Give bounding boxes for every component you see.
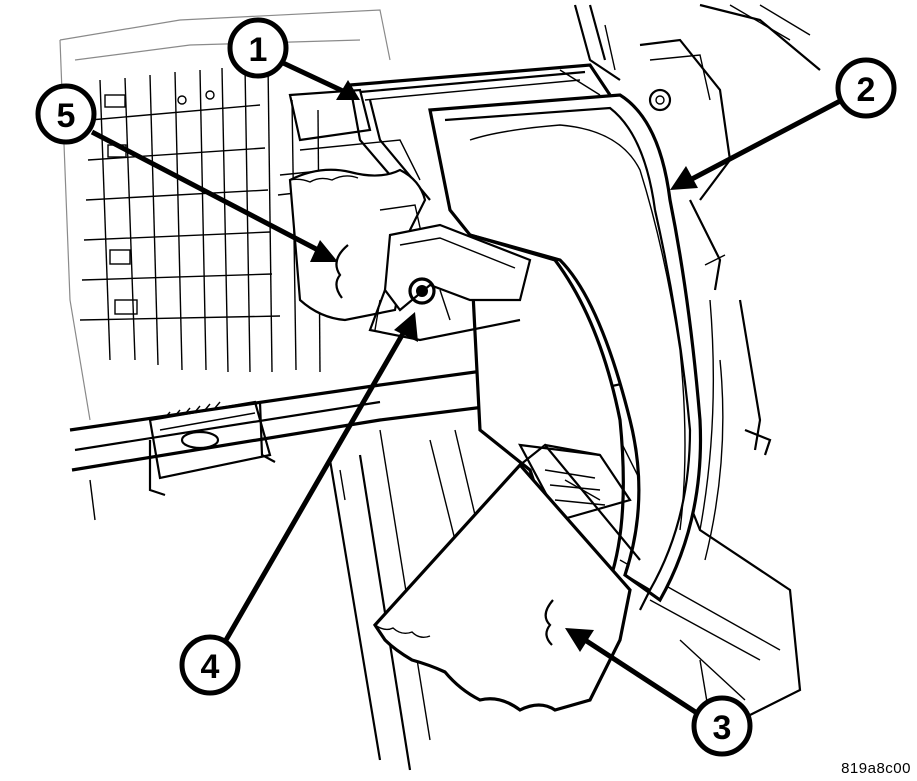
callout-5-label: 5: [57, 97, 76, 135]
callout-4: 4: [179, 634, 241, 696]
floor-duct-drawing: [372, 443, 641, 712]
arrowhead-1: [336, 80, 360, 100]
arrowhead-4: [394, 312, 418, 342]
leader-lines: [90, 59, 844, 718]
arrowhead-2: [670, 166, 698, 190]
callout-2-label: 2: [857, 71, 876, 109]
callout-5: 5: [35, 83, 97, 145]
arrowhead-3: [565, 628, 594, 652]
leader-line-5: [90, 129, 320, 253]
leader-line-1: [279, 59, 347, 95]
callout-2: 2: [835, 57, 897, 119]
callout-3-label: 3: [713, 709, 732, 747]
leader-line-2: [688, 97, 844, 183]
leader-line-3: [583, 637, 702, 718]
callout-3: 3: [691, 695, 753, 757]
arrowhead-5: [310, 240, 338, 262]
leader-line-4: [223, 328, 408, 642]
callout-4-label: 4: [201, 648, 220, 686]
screw-fastener-icon: [408, 277, 436, 305]
reference-code: 819a8c00: [841, 760, 911, 777]
callout-1-label: 1: [249, 31, 268, 69]
callout-1: 1: [227, 17, 289, 79]
right-structure-drawing: [573, 3, 821, 456]
blower-housing-drawing: [348, 63, 612, 211]
bracket-drawing: [368, 223, 532, 342]
